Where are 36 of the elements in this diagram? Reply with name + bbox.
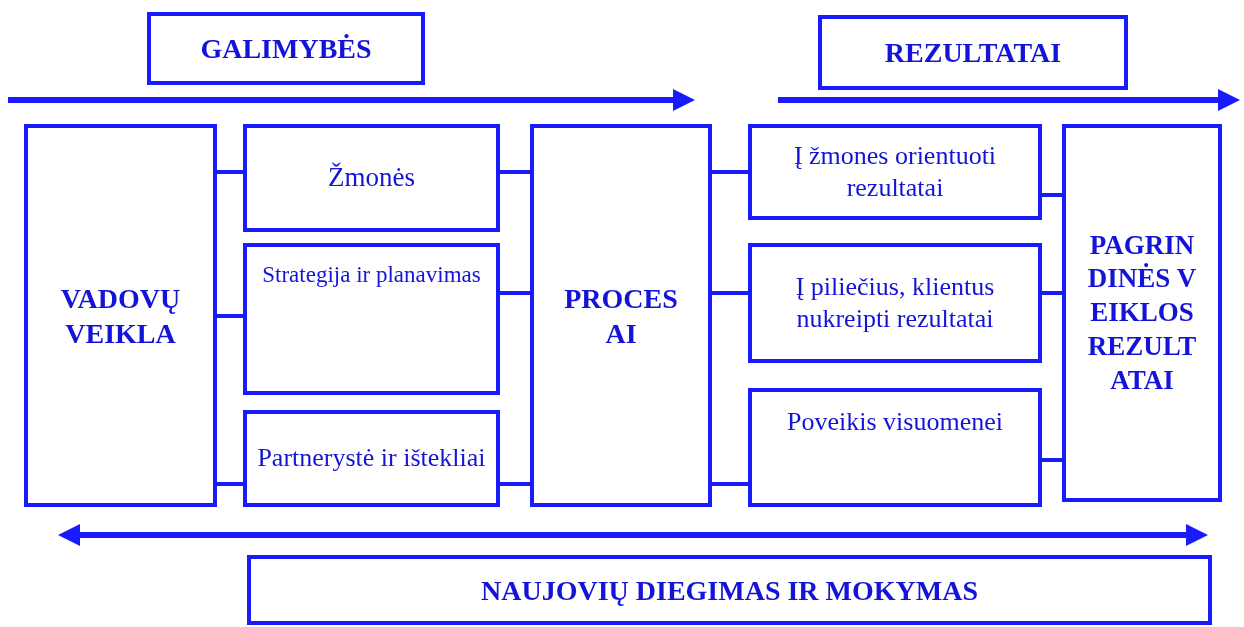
category-label: Poveikis visuomenei [787, 406, 1003, 438]
category-box [748, 124, 1042, 220]
category-box [243, 410, 500, 507]
heading-text: PAGRINDINĖS VEIKLOS REZULTATAI [1086, 228, 1198, 397]
connector-line [500, 482, 530, 486]
heading-text: PROCESAI [563, 281, 679, 351]
heading-text: GALIMYBĖS [200, 32, 372, 66]
heading-box [147, 12, 425, 85]
category-box [748, 388, 1042, 507]
connector-line [712, 291, 748, 295]
connector-line [217, 482, 243, 486]
heading-box [247, 555, 1212, 625]
heading-box [1062, 124, 1222, 502]
heading-text: REZULTATAI [884, 36, 1062, 70]
heading-box [24, 124, 217, 507]
connector-line [500, 291, 530, 295]
connector-line [1042, 291, 1062, 295]
connector-line [712, 170, 748, 174]
category-label: Į piliečius, klientus nukreipti rezultatai [794, 270, 996, 335]
category-label: Strategija ir planavimas [262, 261, 481, 289]
category-box [243, 243, 500, 395]
connector-line [500, 170, 530, 174]
category-box [748, 243, 1042, 363]
connector-line [712, 482, 748, 486]
heading-box [818, 15, 1128, 90]
connector-line [217, 314, 243, 318]
category-label: Partnerystė ir ištekliai [257, 442, 486, 475]
category-box [243, 124, 500, 232]
heading-text: NAUJOVIŲ DIEGIMAS IR MOKYMAS [481, 573, 978, 608]
heading-text: VADOVŲ VEIKLA [59, 281, 182, 351]
connector-line [1042, 458, 1062, 462]
connector-line [1042, 193, 1062, 197]
heading-box [530, 124, 712, 507]
category-label: Žmonės [328, 161, 415, 195]
category-label: Į žmones orientuoti rezultatai [792, 139, 998, 204]
connector-line [217, 170, 243, 174]
